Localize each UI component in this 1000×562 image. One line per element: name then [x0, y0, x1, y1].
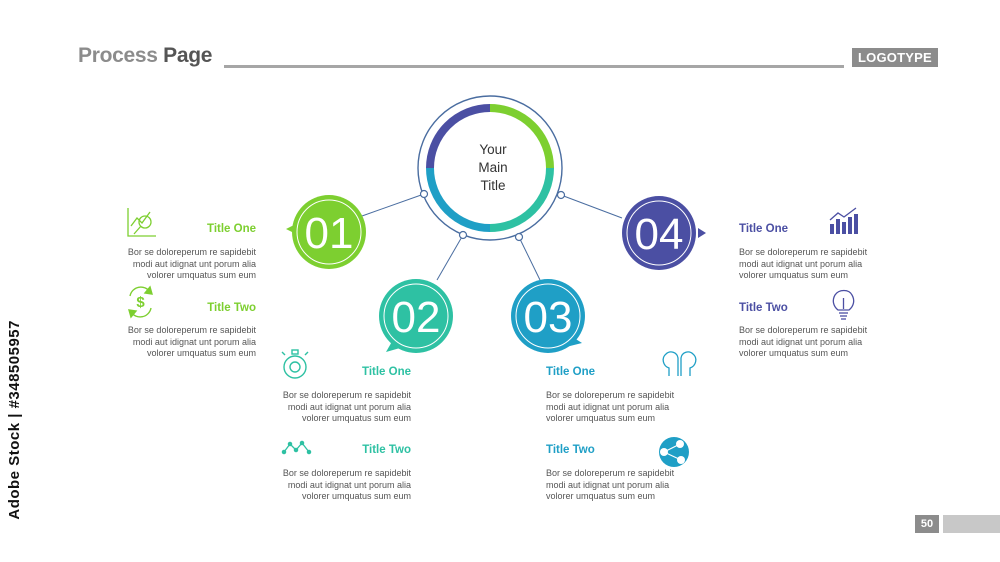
two-heads-icon [662, 351, 697, 376]
item-04-text-two: Bor se doloreperum re sapidebit modi aut… [739, 325, 868, 358]
item-03-text-two: Bor se doloreperum re sapidebit modi aut… [546, 468, 675, 501]
page-title: Process Page [78, 44, 213, 67]
item-01-title-two: Title Two [207, 302, 256, 314]
bar-chart-icon [829, 207, 858, 234]
footer-bar [943, 515, 1000, 533]
node-02-number: 02 [392, 293, 441, 342]
node-03-number: 03 [524, 293, 573, 342]
node-04 [622, 196, 706, 270]
connector-03 [518, 236, 541, 281]
item-04-title-two: Title Two [739, 302, 788, 314]
svg-text:$: $ [136, 294, 145, 311]
line-graph-icon [281, 440, 312, 455]
node-01 [286, 195, 366, 269]
page-number: 50 [915, 515, 939, 533]
connector-dots [419, 189, 566, 242]
node-02 [379, 279, 453, 353]
item-03-text-one: Bor se doloreperum re sapidebit modi aut… [546, 390, 675, 423]
logotype: LOGOTYPE [852, 48, 938, 67]
main-title: Your Main Title [478, 142, 508, 193]
header-divider [224, 65, 844, 68]
light-bulb-icon [832, 289, 855, 320]
item-03-title-one: Title One [546, 366, 595, 378]
stopwatch-icon [281, 349, 309, 379]
item-01-text-two: Bor se doloreperum re sapidebit modi aut… [127, 325, 256, 358]
node-03 [511, 279, 585, 353]
node-04-number: 04 [635, 210, 684, 259]
connector-02 [436, 234, 464, 281]
connector-04 [560, 194, 623, 219]
item-04-title-one: Title One [739, 223, 788, 235]
item-02-title-two: Title Two [362, 444, 411, 456]
item-01-text-one: Bor se doloreperum re sapidebit modi aut… [127, 247, 256, 280]
dollar-cycle-icon: $ [128, 285, 153, 319]
item-02-text-two: Bor se doloreperum re sapidebit modi aut… [282, 468, 411, 501]
connector-01 [361, 193, 425, 217]
item-01-title-one: Title One [207, 223, 256, 235]
item-03-title-two: Title Two [546, 444, 595, 456]
node-01-number: 01 [305, 209, 354, 258]
item-02-text-one: Bor se doloreperum re sapidebit modi aut… [282, 390, 411, 423]
item-04-text-one: Bor se doloreperum re sapidebit modi aut… [739, 247, 868, 280]
network-question-icon [659, 437, 689, 467]
item-02-title-one: Title One [362, 366, 411, 378]
center-node [417, 95, 563, 241]
connector-lines [361, 193, 623, 281]
chart-magnifier-icon [127, 208, 156, 237]
